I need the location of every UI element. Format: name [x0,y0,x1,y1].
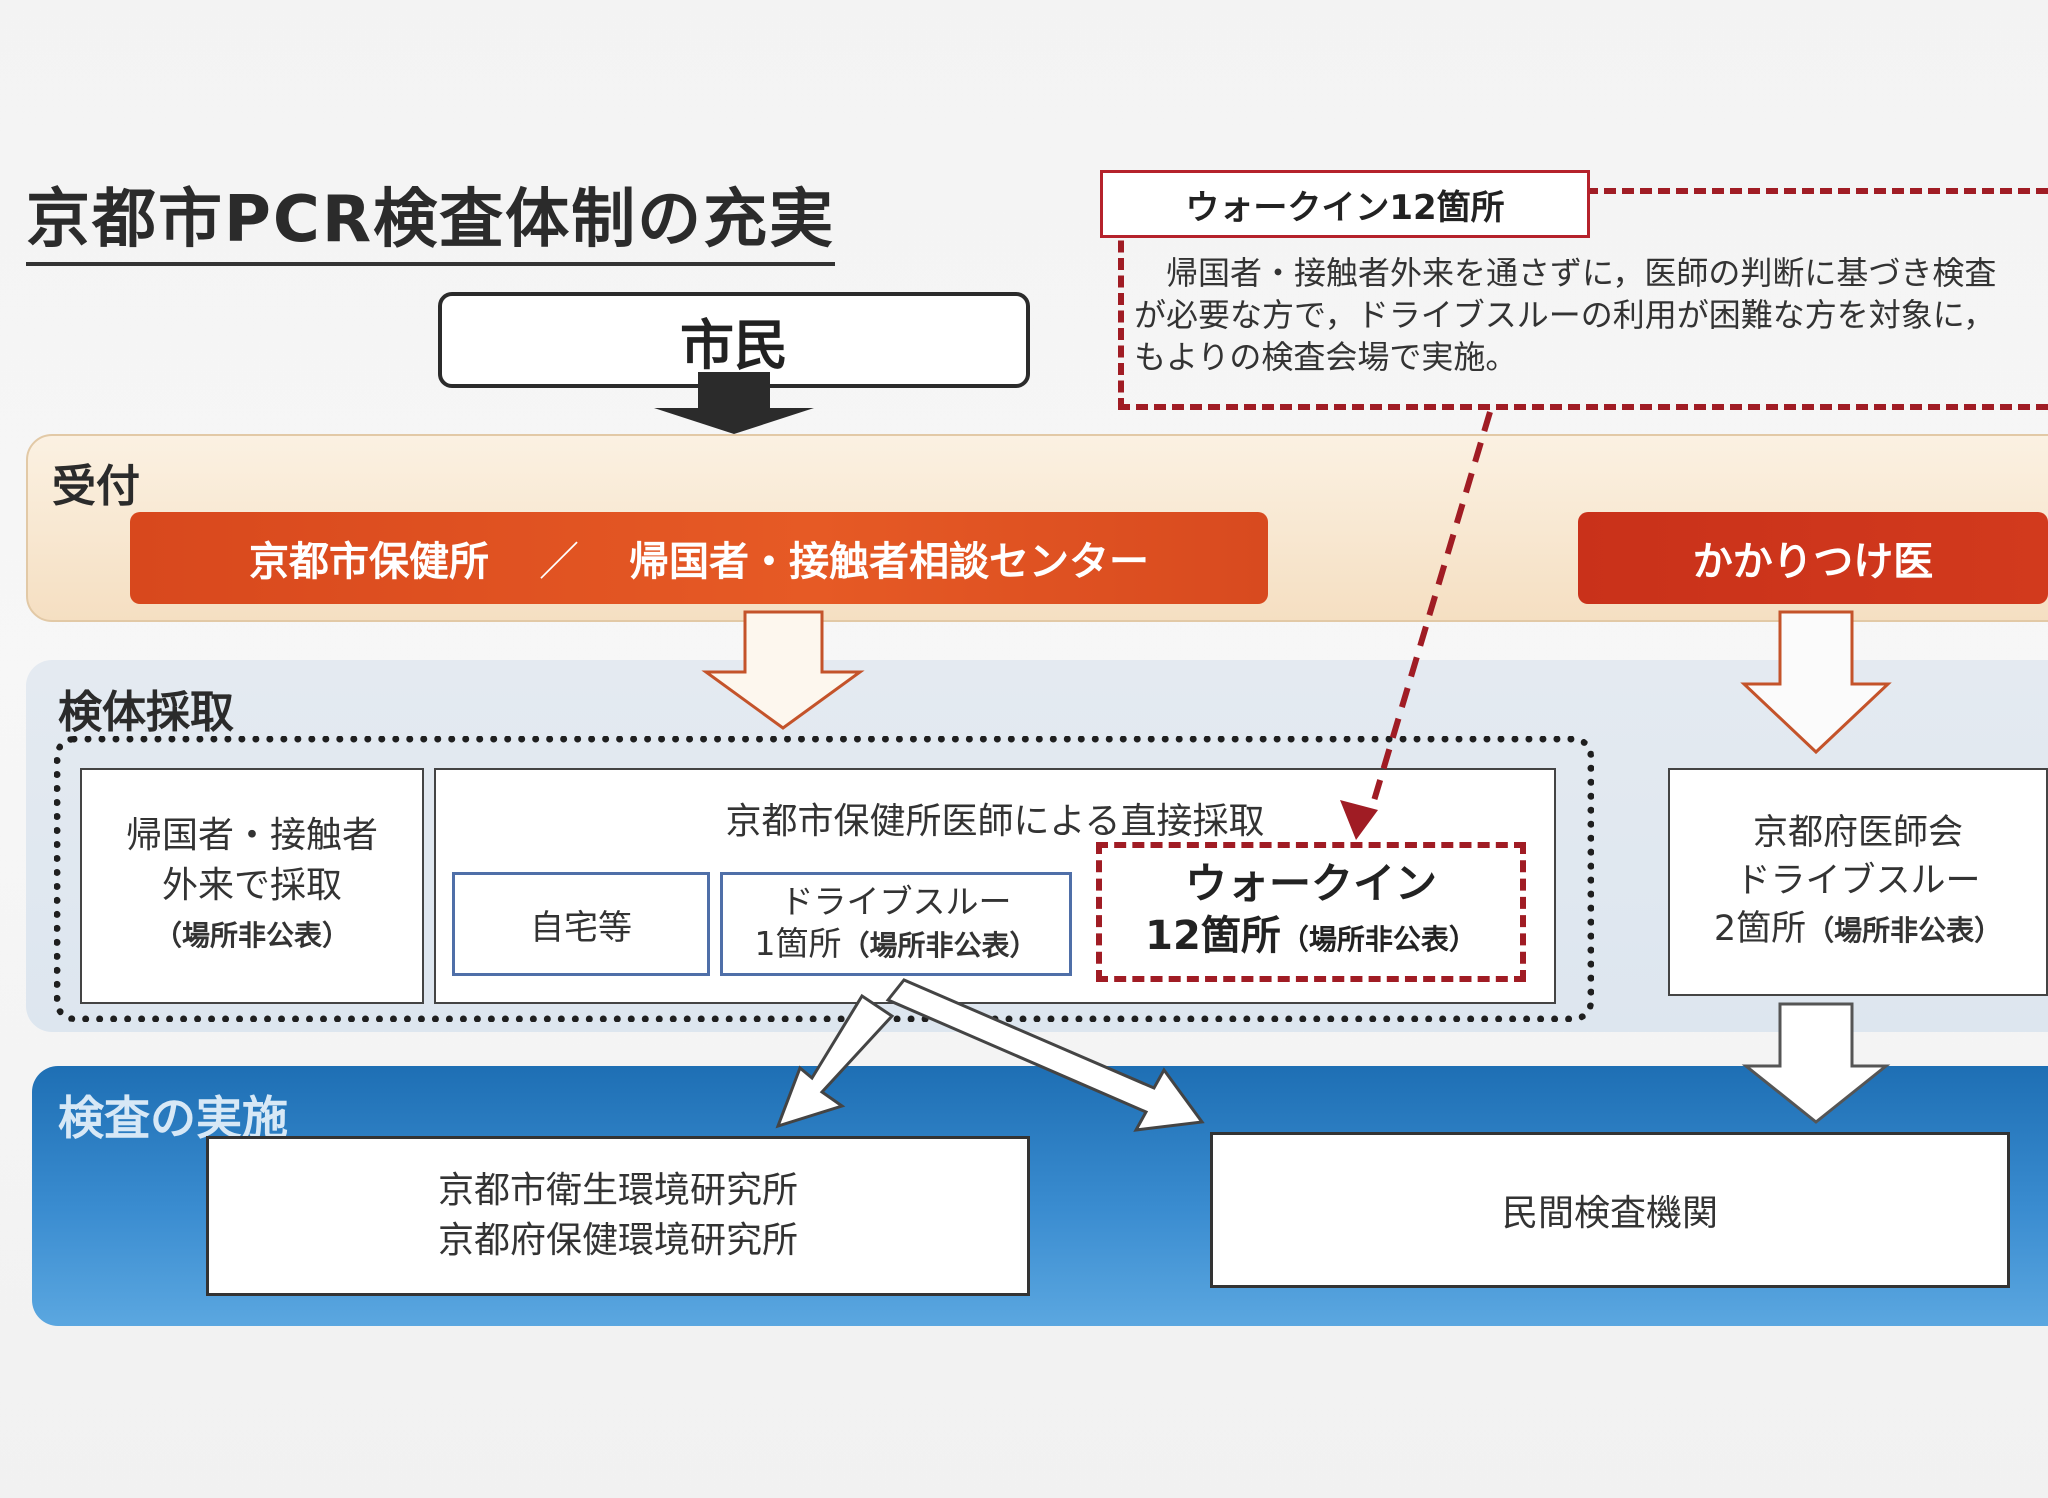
walkin-line2: 12箇所 [1145,913,1281,959]
walkin-dashed-arrow-head [1340,800,1378,840]
medassoc-note: （場所非公表） [1806,914,2003,947]
lab-line1: 京都市衛生環境研究所 [437,1170,798,1211]
to-private-lab-arrow [885,978,1205,1132]
health-center-label: 京都市保健所 [249,539,489,585]
home-box: 自宅等 [452,872,710,976]
medical-association-box: 京都府医師会 ドライブスルー 2箇所（場所非公表） [1668,768,2048,996]
walkin-note: （場所非公表） [1280,923,1477,956]
public-lab-box: 京都市衛生環境研究所 京都府保健環境研究所 [206,1136,1030,1296]
to-public-lab-arrow [775,993,895,1129]
citizen-down-arrow [654,372,814,434]
medassoc-down-arrow [1741,1002,1891,1124]
collection-label: 検体採取 [58,687,234,738]
lab-line2: 京都府保健環境研究所 [437,1220,798,1261]
health-center-bar: 京都市保健所 ／ 帰国者・接触者相談センター [130,512,1268,604]
drive-line1: ドライブスルー [780,882,1012,921]
drive-line2: 1箇所 [754,924,842,963]
outpatient-note: （場所非公表） [153,919,350,952]
walkin-callout-title: ウォークイン12箇所 [1100,170,1590,238]
walkin-line2-row: 12箇所（場所非公表） [1145,910,1477,966]
walkin-line1: ウォークイン [1184,859,1437,908]
walkin-callout-description: 帰国者・接触者外来を通さずに，医師の判断に基づき検査が必要な方で，ドライブスルー… [1134,254,1997,376]
drive-note: （場所非公表） [841,929,1038,962]
reception-label: 受付 [52,461,140,512]
center-down-arrow [701,610,865,730]
medassoc-line1: 京都府医師会 [1752,813,1963,853]
family-doctor-bar: かかりつけ医 [1578,512,2048,604]
medassoc-line2: ドライブスルー [1735,861,1981,901]
private-lab-box: 民間検査機関 [1210,1132,2010,1288]
page-title: 京都市PCR検査体制の充実 [26,168,836,266]
citizen-box: 市民 [438,292,1030,388]
walkin-dashed-arrow-line [1367,411,1493,815]
outpatient-box: 帰国者・接触者 外来で採取 （場所非公表） [80,768,424,1004]
consultation-center-label: 帰国者・接触者相談センター [629,539,1149,585]
outpatient-line1: 帰国者・接触者 [125,815,378,856]
walkin-box: ウォークイン 12箇所（場所非公表） [1096,842,1526,982]
outpatient-line2: 外来で採取 [161,865,342,906]
medassoc-line3: 2箇所 [1713,909,1807,949]
direct-collection-title: 京都市保健所医師による直接採取 [725,801,1265,842]
drive-through-box: ドライブスルー 1箇所（場所非公表） [720,872,1072,976]
drive-line2-row: 1箇所（場所非公表） [754,923,1037,967]
separator: ／ [539,539,579,585]
doctor-down-arrow [1740,610,1892,755]
medassoc-line3-row: 2箇所（場所非公表） [1714,905,2002,955]
city-collection-group [54,736,1594,1022]
